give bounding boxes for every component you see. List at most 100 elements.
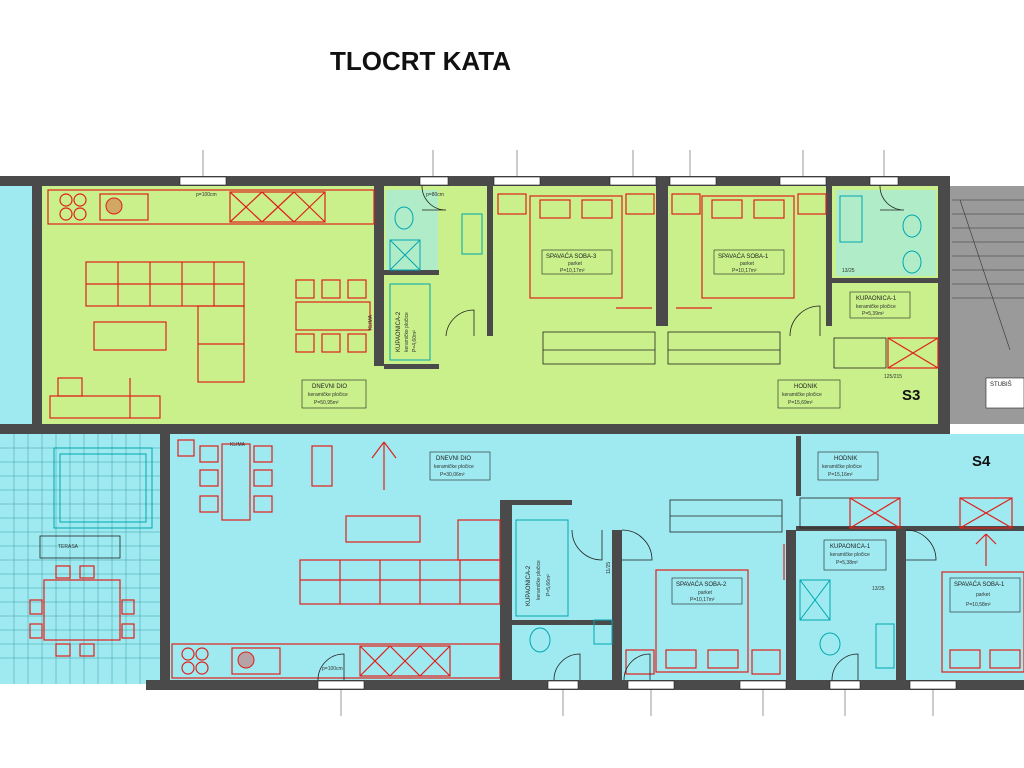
window [317, 680, 365, 690]
wardrobe-cross [959, 497, 1013, 529]
window [609, 176, 657, 186]
kitchen-counter [47, 189, 375, 225]
interior-wall [500, 500, 512, 680]
svg-text:P=5,38m²: P=5,38m² [836, 560, 858, 566]
kupaonica1-label: KUPAONICA-1 keramičke pločice P=5,39m² [849, 291, 911, 319]
lower-bottom-wall [146, 680, 1024, 690]
svg-text:P=15,16m²: P=15,16m² [828, 472, 853, 478]
svg-text:keramičke pločice: keramičke pločice [308, 392, 348, 398]
window [739, 680, 787, 690]
door-swing [621, 529, 653, 561]
svg-text:parket: parket [740, 261, 755, 267]
bedroom-3 [497, 193, 656, 365]
opening-dim: 13/25 [872, 586, 885, 592]
door-swing [623, 653, 651, 681]
lower-bedroom-1 [941, 533, 1024, 673]
door-swing [317, 653, 345, 681]
kupaonica2-name: KUPAONICA-2 [396, 311, 402, 352]
svg-text:keramičke pločice: keramičke pločice [830, 552, 870, 558]
upper-bottom-wall [0, 424, 950, 434]
lower-kupaonica2-finish: keramičke pločice [536, 560, 542, 600]
svg-text:HODNIK: HODNIK [834, 456, 857, 462]
window [547, 680, 579, 690]
upper-right-wall [938, 176, 950, 434]
svg-text:keramičke pločice: keramičke pločice [822, 464, 862, 470]
lower-kitchen [171, 643, 501, 679]
svg-text:P=10,17m²: P=10,17m² [732, 268, 757, 274]
interior-wall [512, 500, 572, 505]
bedroom-1-label: SPAVAĆA SOBA-1 parket P=10,17m² [713, 249, 785, 275]
wardrobe [849, 497, 901, 529]
opening-dim: 125/215 [884, 374, 902, 380]
entry-arrow [371, 441, 385, 459]
window [419, 176, 449, 186]
lower-bathroom-1 [799, 579, 895, 669]
door-swing [553, 653, 581, 681]
terrace: TERASA [0, 434, 160, 684]
door-swing [831, 653, 859, 681]
svg-text:SPAVAĆA SOBA-2: SPAVAĆA SOBA-2 [676, 581, 727, 588]
window [909, 680, 957, 690]
svg-text:P=50,95m²: P=50,95m² [314, 400, 339, 406]
svg-text:DNEVNI DIO: DNEVNI DIO [436, 456, 471, 462]
wardrobe [959, 497, 1013, 529]
upper-hall-label: HODNIK keramičke pločice P=15,69m² [777, 379, 841, 409]
door-dim: p=100cm [196, 192, 217, 198]
kupaonica2-area: P=4,60m² [412, 330, 418, 352]
svg-text:TERASA: TERASA [58, 544, 79, 550]
window [627, 680, 675, 690]
window [179, 176, 227, 186]
interior-wall [826, 186, 832, 326]
interior-wall [656, 186, 668, 326]
svg-text:parket: parket [976, 592, 991, 598]
stair-label: STUBIŠ [990, 381, 1012, 388]
door-swing [571, 529, 603, 561]
armchair [57, 377, 83, 397]
upper-living-label: DNEVNI DIO keramičke pločice P=50,95m² [301, 379, 367, 409]
door-swing [879, 185, 905, 211]
upper-left-wall [32, 176, 42, 434]
interior-wall [512, 620, 612, 625]
unit-label-s4: S4 [972, 453, 991, 470]
svg-text:HODNIK: HODNIK [794, 384, 817, 390]
svg-text:SPAVAĆA SOBA-1: SPAVAĆA SOBA-1 [954, 581, 1005, 588]
door-swing [421, 185, 447, 211]
svg-text:SPAVAĆA SOBA-3: SPAVAĆA SOBA-3 [546, 253, 597, 260]
entry-arrow [383, 441, 397, 459]
lower-unit: TERASA KLIMA [0, 434, 1024, 690]
upper-top-wall [0, 176, 950, 186]
lower-climate-label: KLIMA [230, 442, 246, 448]
lower-living-label: DNEVNI DIO keramičke pločice P=30,06m² [429, 451, 491, 481]
svg-text:P=10,58m²: P=10,58m² [966, 602, 991, 608]
lower-kupaonica2-name: KUPAONICA-2 [526, 565, 532, 606]
window [779, 176, 827, 186]
svg-text:parket: parket [568, 261, 583, 267]
svg-text:KUPAONICA-1: KUPAONICA-1 [856, 296, 897, 302]
svg-text:P=10,17m²: P=10,17m² [690, 597, 715, 603]
door-swing [445, 309, 475, 337]
window [669, 176, 717, 186]
svg-text:P=30,06m²: P=30,06m² [440, 472, 465, 478]
window [829, 680, 861, 690]
svg-text:KUPAONICA-1: KUPAONICA-1 [830, 544, 871, 550]
door-dim: p=80cm [426, 192, 444, 198]
lower-sofa [299, 515, 501, 605]
kupaonica2-finish: keramičke pločice [404, 312, 410, 352]
svg-text:keramičke pločice: keramičke pločice [434, 464, 474, 470]
svg-text:parket: parket [698, 590, 713, 596]
sofa [85, 261, 245, 383]
svg-text:keramičke pločice: keramičke pločice [782, 392, 822, 398]
lower-unit-floor [160, 434, 1024, 680]
svg-text:SPAVAĆA SOBA-1: SPAVAĆA SOBA-1 [718, 253, 769, 260]
interior-wall [832, 278, 942, 283]
opening-dim: 13/25 [842, 268, 855, 274]
lower-bedroom-1-label: SPAVAĆA SOBA-1 parket P=10,58m² [949, 577, 1021, 613]
tv-console [49, 395, 161, 419]
lower-hall-label: HODNIK keramičke pločice P=15,16m² [817, 451, 879, 481]
interior-wall [896, 530, 906, 680]
interior-wall [796, 436, 801, 496]
door-dim: p=100cm [322, 666, 343, 672]
interior-wall [612, 530, 622, 680]
window [493, 176, 541, 186]
lower-kupaonica1-label: KUPAONICA-1 keramičke pločice P=5,38m² [823, 539, 887, 571]
